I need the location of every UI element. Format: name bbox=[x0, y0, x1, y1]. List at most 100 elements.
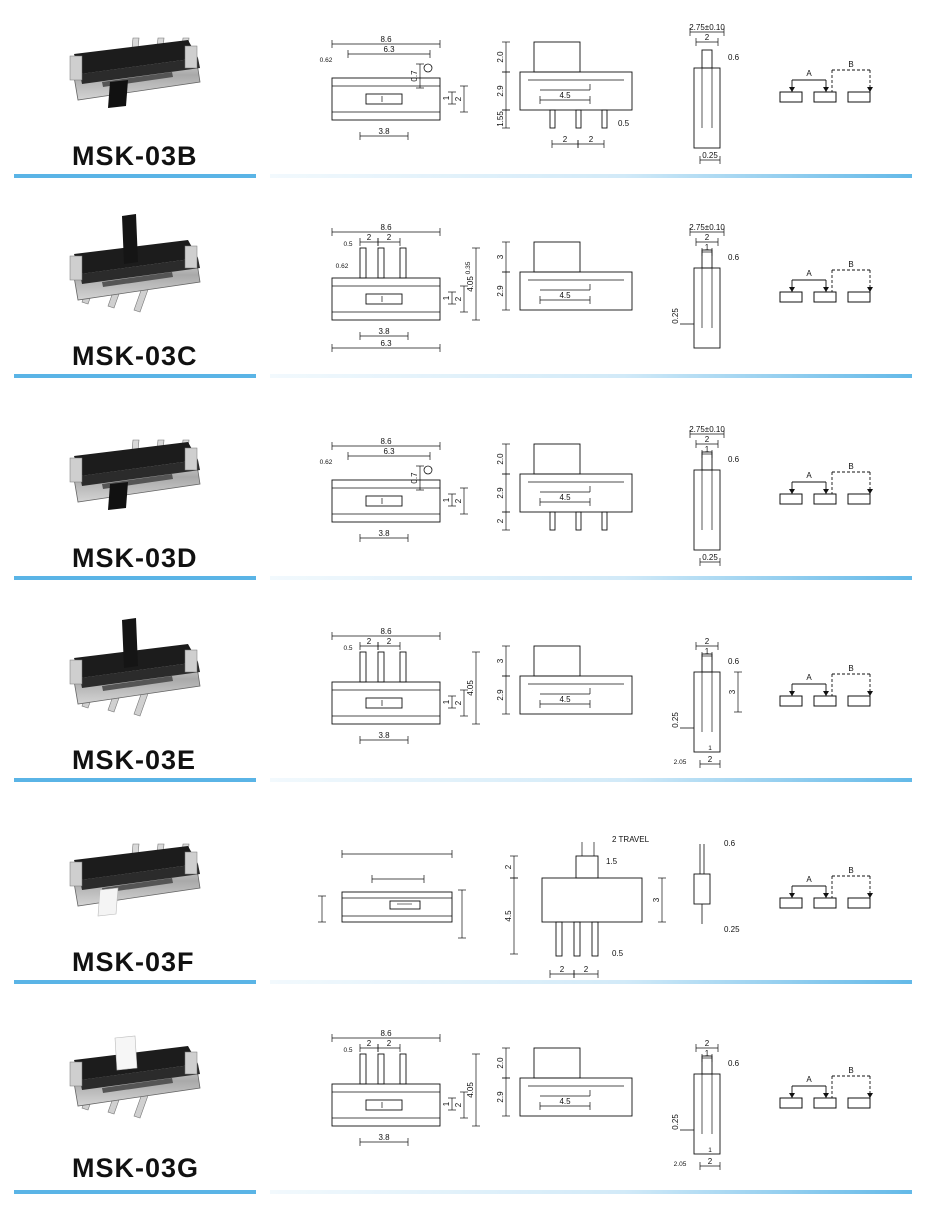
divider-left bbox=[14, 576, 256, 580]
pin-outline bbox=[549, 511, 556, 531]
dimension-label: 0.5 bbox=[612, 949, 624, 958]
pin-outline bbox=[601, 109, 608, 129]
dimension-label: 2 bbox=[454, 1102, 463, 1107]
dimension-label: 0.6 bbox=[728, 657, 740, 666]
dimension-label: 0.25 bbox=[702, 151, 718, 160]
dimension-label: 2 bbox=[454, 96, 463, 101]
actuator-outline bbox=[365, 93, 403, 105]
dimension-label: 0.25 bbox=[724, 925, 740, 934]
label-b: B bbox=[848, 1066, 853, 1075]
clip bbox=[69, 861, 83, 887]
dimension-label: 0.5 bbox=[618, 119, 630, 128]
body-outline bbox=[519, 473, 633, 513]
divider-left bbox=[14, 1190, 256, 1194]
body-outline bbox=[331, 77, 441, 121]
pin-outline bbox=[549, 109, 556, 129]
dimension-label: 3 bbox=[652, 897, 661, 902]
dimension-label: 3 bbox=[496, 254, 505, 259]
dimension-label: 2 bbox=[589, 135, 594, 144]
side-view: 4.52.02.9 bbox=[496, 1047, 633, 1117]
dimension-label: 3.8 bbox=[378, 1133, 390, 1142]
dimension-label: 0.7 bbox=[410, 70, 419, 82]
label-b: B bbox=[848, 260, 853, 269]
dimension-label: 4.5 bbox=[559, 695, 571, 704]
actuator-outline bbox=[533, 241, 581, 273]
pin-outline bbox=[359, 651, 367, 683]
dimension-label: 1.5 bbox=[606, 857, 618, 866]
dimension-label: 2 bbox=[705, 435, 710, 444]
dimension-label: 0.5 bbox=[343, 241, 352, 248]
dimension-label: 0.62 bbox=[320, 57, 333, 64]
switch-photo bbox=[69, 439, 201, 510]
terminal-box bbox=[779, 91, 803, 103]
side-view: 4.52.02.92 bbox=[496, 443, 633, 531]
body-outline bbox=[693, 267, 721, 349]
body-outline bbox=[331, 479, 441, 523]
circuit-view: AB bbox=[779, 462, 873, 505]
product-photo bbox=[69, 618, 201, 717]
switch-photo bbox=[69, 37, 201, 108]
section-divider bbox=[14, 1190, 912, 1194]
hole bbox=[423, 465, 433, 475]
clip bbox=[184, 447, 198, 471]
dimension-label: 2.9 bbox=[496, 487, 505, 499]
actuator-outline bbox=[365, 697, 403, 709]
body-outline bbox=[519, 1077, 633, 1117]
label-b: B bbox=[848, 462, 853, 471]
dimension-label: 2 bbox=[387, 233, 392, 242]
dimension-label: 4.5 bbox=[559, 91, 571, 100]
dimension-label: 2 bbox=[504, 864, 513, 869]
body-outline bbox=[331, 1083, 441, 1127]
switch-photo bbox=[69, 843, 201, 917]
dimension-label: 8.6 bbox=[380, 1029, 392, 1038]
actuator bbox=[108, 80, 128, 108]
terminal-box bbox=[847, 91, 871, 103]
terminal-box bbox=[813, 91, 837, 103]
product-photo bbox=[69, 214, 201, 313]
circuit-diagram: AB bbox=[779, 1066, 873, 1109]
actuator-outline bbox=[701, 653, 713, 673]
actuator-outline bbox=[701, 249, 713, 269]
switch-body bbox=[74, 442, 198, 476]
terminal-box bbox=[813, 1097, 837, 1109]
body-outline bbox=[331, 277, 441, 321]
dimension-label: 3 bbox=[496, 658, 505, 663]
arrow-head bbox=[789, 893, 795, 898]
dimension-label: 8.6 bbox=[380, 437, 392, 446]
dimension-label: 3.8 bbox=[378, 529, 390, 538]
model-name: MSK-03E bbox=[72, 745, 197, 775]
section-divider bbox=[14, 980, 912, 984]
model-name: MSK-03G bbox=[72, 1153, 200, 1183]
model-name: MSK-03F bbox=[72, 947, 195, 977]
dimension-label: 0.7 bbox=[410, 472, 419, 484]
arrow-head bbox=[823, 1093, 829, 1098]
pin-outline bbox=[575, 511, 582, 531]
terminal-box bbox=[779, 291, 803, 303]
divider-left bbox=[14, 778, 256, 782]
dimension-label: 6.3 bbox=[380, 339, 392, 348]
pin-outline bbox=[573, 921, 581, 957]
actuator bbox=[122, 618, 138, 668]
pin-outline bbox=[359, 247, 367, 279]
arrow-head bbox=[789, 1093, 795, 1098]
divider-right bbox=[270, 980, 912, 984]
side-view-drawing: 4.532.9 bbox=[496, 241, 633, 311]
dimension-label: 1 bbox=[442, 295, 451, 300]
clip bbox=[69, 659, 83, 685]
dimension-label: 0.5 bbox=[343, 645, 352, 652]
dimension-label: 1 bbox=[442, 95, 451, 100]
actuator-outline bbox=[365, 293, 403, 305]
pin-outline bbox=[591, 921, 599, 957]
actuator-outline bbox=[389, 900, 421, 910]
switch-body-side bbox=[80, 662, 200, 688]
dimension-label: 2.75±0.10 bbox=[689, 425, 725, 434]
